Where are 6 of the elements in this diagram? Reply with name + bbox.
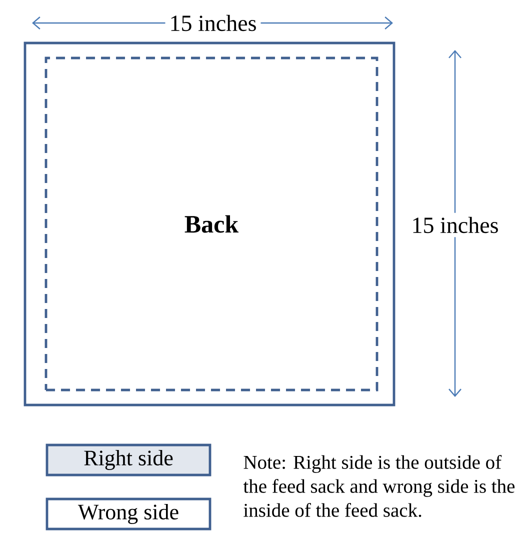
dimension-label: 15 inches [407,212,503,238]
swatch-box: Right side [46,444,212,476]
fabric-square [24,42,396,406]
swatch-box: Wrong side [46,498,212,530]
note-text: Note: Right side is the outside of the feed sack and wrong side is the inside of the feed sack. [243,455,515,517]
dimension-label: 15 inches [165,10,261,36]
